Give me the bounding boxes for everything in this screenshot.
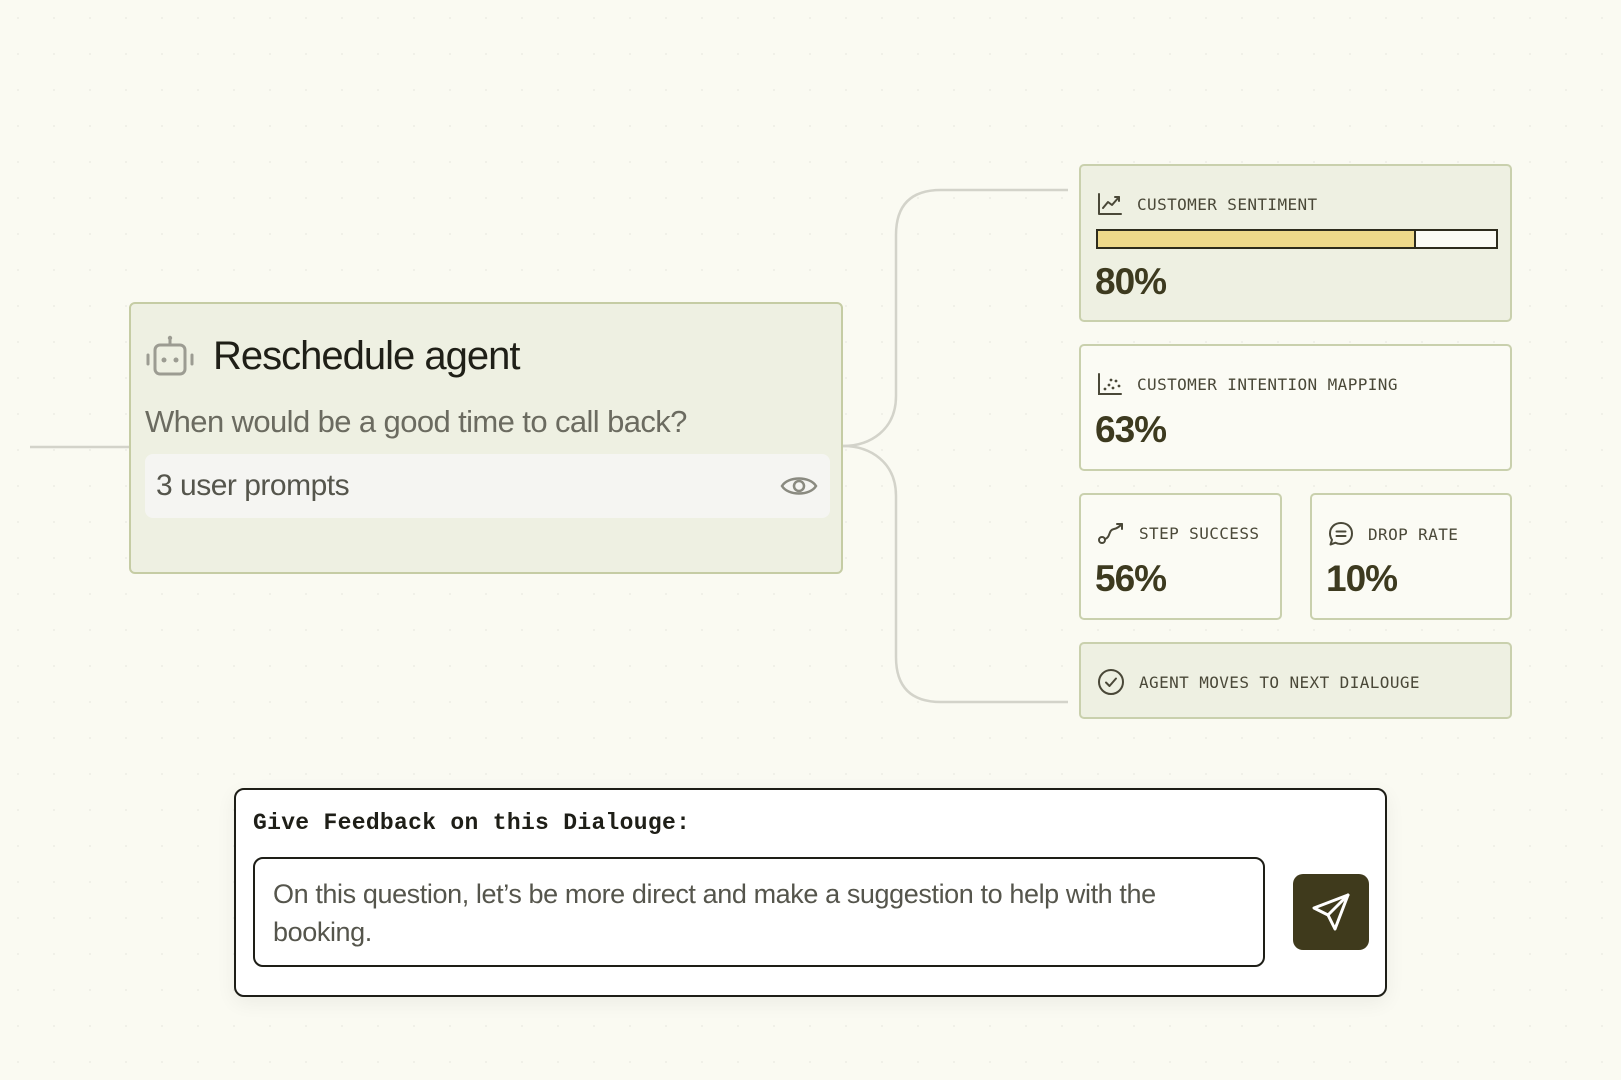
agent-header: Reschedule agent bbox=[145, 334, 520, 379]
customer-sentiment-header: CUSTOMER SENTIMENT bbox=[1097, 192, 1318, 216]
drop-rate-card[interactable]: DROP RATE 10% bbox=[1310, 493, 1512, 620]
drop-rate-header: DROP RATE bbox=[1328, 521, 1458, 547]
line-chart-icon bbox=[1098, 193, 1122, 215]
intention-mapping-card[interactable]: CUSTOMER INTENTION MAPPING 63% bbox=[1079, 344, 1512, 471]
user-prompts-label: 3 user prompts bbox=[156, 469, 350, 502]
next-dialogue-label: AGENT MOVES TO NEXT DIALOUGE bbox=[1139, 672, 1420, 692]
step-success-header: STEP SUCCESS bbox=[1097, 521, 1259, 545]
drop-rate-label: DROP RATE bbox=[1368, 524, 1459, 544]
eye-icon[interactable] bbox=[780, 471, 818, 501]
customer-sentiment-card[interactable]: CUSTOMER SENTIMENT 80% bbox=[1079, 164, 1512, 322]
step-success-label: STEP SUCCESS bbox=[1139, 523, 1260, 543]
feedback-panel: Give Feedback on this Dialouge: On this … bbox=[234, 788, 1387, 997]
route-icon bbox=[1098, 523, 1123, 544]
customer-sentiment-label: CUSTOMER SENTIMENT bbox=[1137, 194, 1318, 214]
send-icon bbox=[1312, 893, 1350, 931]
message-icon bbox=[1329, 522, 1353, 546]
drop-rate-value: 10% bbox=[1326, 558, 1398, 599]
robot-icon bbox=[146, 335, 194, 375]
feedback-title: Give Feedback on this Dialouge: bbox=[253, 810, 691, 836]
intention-mapping-label: CUSTOMER INTENTION MAPPING bbox=[1137, 374, 1398, 394]
agent-card[interactable]: Reschedule agent When would be a good ti… bbox=[129, 302, 843, 574]
customer-sentiment-value: 80% bbox=[1095, 261, 1167, 302]
intention-mapping-value: 63% bbox=[1095, 409, 1167, 450]
sentiment-progress-bar bbox=[1096, 229, 1498, 249]
scatter-chart-icon bbox=[1098, 373, 1122, 395]
step-success-card[interactable]: STEP SUCCESS 56% bbox=[1079, 493, 1282, 620]
user-prompts-toggle[interactable]: 3 user prompts bbox=[145, 454, 830, 518]
step-success-value: 56% bbox=[1095, 558, 1167, 599]
feedback-input[interactable]: On this question, let’s be more direct a… bbox=[253, 857, 1265, 967]
send-button[interactable] bbox=[1293, 874, 1369, 950]
agent-question: When would be a good time to call back? bbox=[145, 404, 687, 439]
next-dialogue-header: AGENT MOVES TO NEXT DIALOUGE bbox=[1097, 668, 1420, 696]
intention-mapping-header: CUSTOMER INTENTION MAPPING bbox=[1097, 372, 1398, 396]
agent-title: Reschedule agent bbox=[213, 334, 520, 378]
sentiment-progress-fill bbox=[1098, 231, 1417, 247]
next-dialogue-card[interactable]: AGENT MOVES TO NEXT DIALOUGE bbox=[1079, 642, 1512, 719]
check-circle-icon bbox=[1098, 669, 1124, 695]
